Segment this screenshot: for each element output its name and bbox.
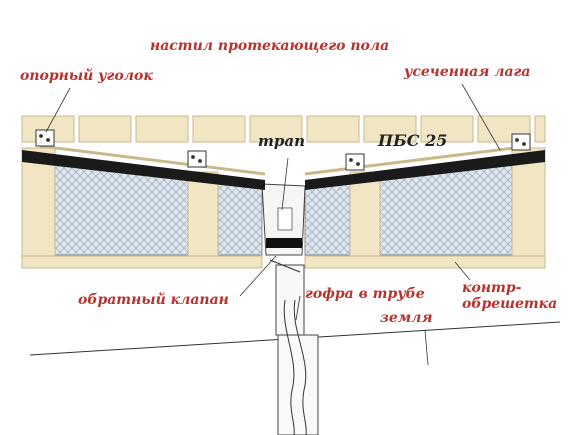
wood-posts (21, 147, 546, 267)
drain-body (261, 183, 306, 273)
label-counter-lath-1: контр- (462, 280, 522, 296)
truncated-joist-line (39, 144, 531, 176)
counter-lath (21, 255, 546, 269)
label-insulation: ПБС 25 (378, 131, 448, 150)
label-check-valve: обратный клапан (78, 292, 229, 308)
label-truncated-joist: усеченная лага (404, 64, 531, 80)
label-drain: трап (258, 132, 305, 150)
support-angle-brackets (35, 129, 531, 171)
membrane-layer (22, 150, 545, 190)
label-ground: земля (380, 310, 433, 326)
label-support-angle: опорный уголок (20, 68, 153, 84)
label-floor-decking: настил протекающего пола (150, 38, 390, 54)
label-corrugated-pipe: гофра в трубе (305, 286, 425, 302)
ground-leader (424, 329, 429, 366)
leader-lines (45, 83, 501, 321)
label-counter-lath-2: обрешетка (462, 296, 558, 312)
